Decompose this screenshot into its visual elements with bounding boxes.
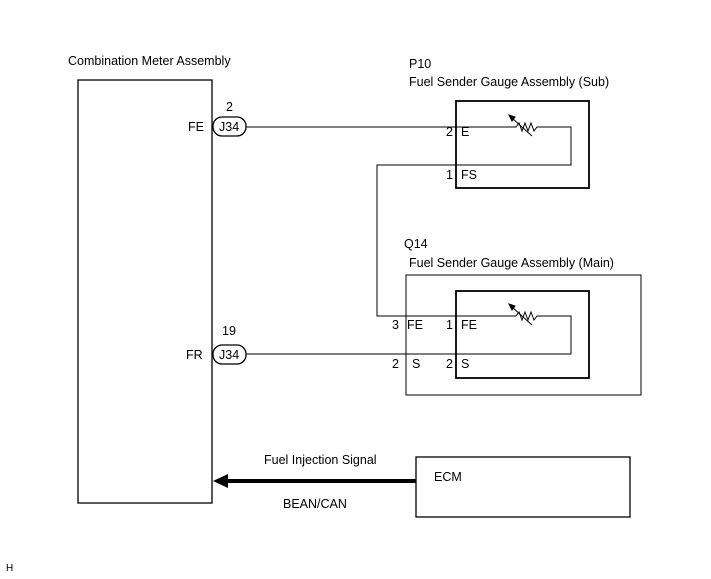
- main-outer-fe-num: 3: [392, 318, 399, 332]
- main-gauge-title: Fuel Sender Gauge Assembly (Main): [409, 256, 614, 270]
- conn-fr-label: J34: [219, 348, 239, 362]
- sub-gauge-code: P10: [409, 57, 431, 71]
- ecm-bus-label: BEAN/CAN: [283, 497, 347, 511]
- sub-variable-resistor-icon: [456, 114, 572, 166]
- wire-sub-fs-to-main-fe: [376, 164, 456, 317]
- sub-pin-fs-num: 1: [446, 168, 453, 182]
- main-gauge-inner-box: [455, 290, 590, 379]
- corner-mark: H: [6, 563, 13, 574]
- ecm-box: [415, 456, 631, 518]
- sub-gauge-title: Fuel Sender Gauge Assembly (Sub): [409, 75, 609, 89]
- main-inner-fe-name: FE: [461, 318, 477, 332]
- sub-gauge-box: [455, 100, 590, 189]
- main-inner-fe-num: 1: [446, 318, 453, 332]
- main-inner-s-num: 2: [446, 357, 453, 371]
- conn-fe-number: 2: [226, 100, 233, 114]
- main-inner-s-name: S: [461, 357, 469, 371]
- main-outer-s-name: S: [412, 357, 420, 371]
- signal-arrow-head-icon: [213, 474, 228, 488]
- meter-box: [77, 79, 213, 504]
- main-variable-resistor-icon: [456, 303, 572, 355]
- sub-pin-fs-name: FS: [461, 168, 477, 182]
- meter-pin-fr: FR: [186, 348, 203, 362]
- conn-fe-label: J34: [219, 120, 239, 134]
- ecm-label: ECM: [434, 470, 462, 484]
- main-outer-s-num: 2: [392, 357, 399, 371]
- ecm-signal-label: Fuel Injection Signal: [264, 453, 377, 467]
- meter-title: Combination Meter Assembly: [68, 54, 231, 68]
- main-gauge-outer-box: [405, 274, 642, 396]
- main-outer-fe-name: FE: [407, 318, 423, 332]
- sub-pin-e-num: 2: [446, 125, 453, 139]
- conn-fr-number: 19: [222, 324, 236, 338]
- main-gauge-code: Q14: [404, 237, 428, 251]
- sub-pin-e-name: E: [461, 125, 469, 139]
- meter-pin-fe: FE: [188, 120, 204, 134]
